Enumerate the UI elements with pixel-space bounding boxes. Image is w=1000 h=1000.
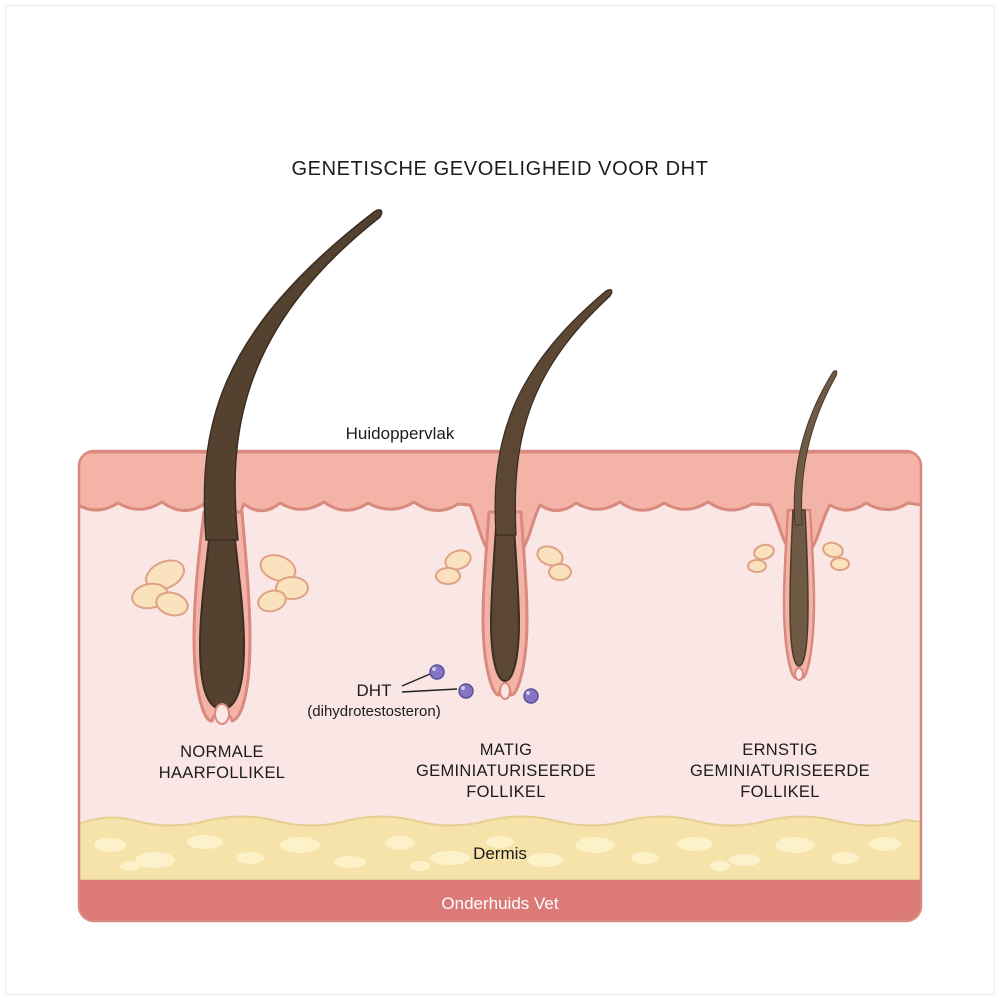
dht-molecules <box>429 664 539 704</box>
sebaceous-gland-normal-right <box>257 554 309 613</box>
follicle-moderate-label: MATIG GEMINIATURISEERDE FOLLIKEL <box>416 741 596 801</box>
subcutaneous-fat-label: Onderhuids Vet <box>441 894 559 913</box>
hair-shafts <box>203 209 838 541</box>
sebaceous-gland-normal-left <box>131 559 189 617</box>
hair-normal <box>203 209 383 541</box>
sebaceous-gland-moderate-right <box>536 545 572 581</box>
dermis-label: Dermis <box>473 844 527 863</box>
dht-sublabel: (dihydrotestosteron) <box>307 703 441 720</box>
skin-surface-label: Huidoppervlak <box>345 424 455 443</box>
subcutis-layer <box>78 880 922 922</box>
fat-blobs <box>94 835 901 871</box>
dermal-papillae <box>214 667 804 725</box>
dht-molecule <box>458 683 474 699</box>
follicle-moderate-bulb <box>490 511 520 682</box>
sebaceous-gland-severe-left <box>747 543 775 573</box>
dht-pointer-lines <box>401 673 458 693</box>
papilla-severe <box>794 667 804 681</box>
hair-moderate <box>494 289 613 536</box>
dht-molecule <box>523 688 539 704</box>
dht-molecule <box>429 664 445 680</box>
dht-label: DHT <box>356 681 392 700</box>
follicle-normal-label: NORMALE HAARFOLLIKEL <box>158 743 286 782</box>
sebaceous-gland-severe-right <box>822 541 850 571</box>
follicle-severe-bulb <box>789 509 809 667</box>
papilla-moderate <box>499 682 511 700</box>
papilla-normal <box>214 703 230 725</box>
hair-severe <box>793 370 838 526</box>
sebaceous-gland-moderate-left <box>435 549 472 585</box>
sebaceous-glands <box>131 541 850 617</box>
follicle-bulbs <box>199 509 809 710</box>
page-title: GENETISCHE GEVOELIGHEID VOOR DHT <box>291 158 709 180</box>
follicle-severe-label: ERNSTIG GEMINIATURISEERDE FOLLIKEL <box>690 741 870 801</box>
